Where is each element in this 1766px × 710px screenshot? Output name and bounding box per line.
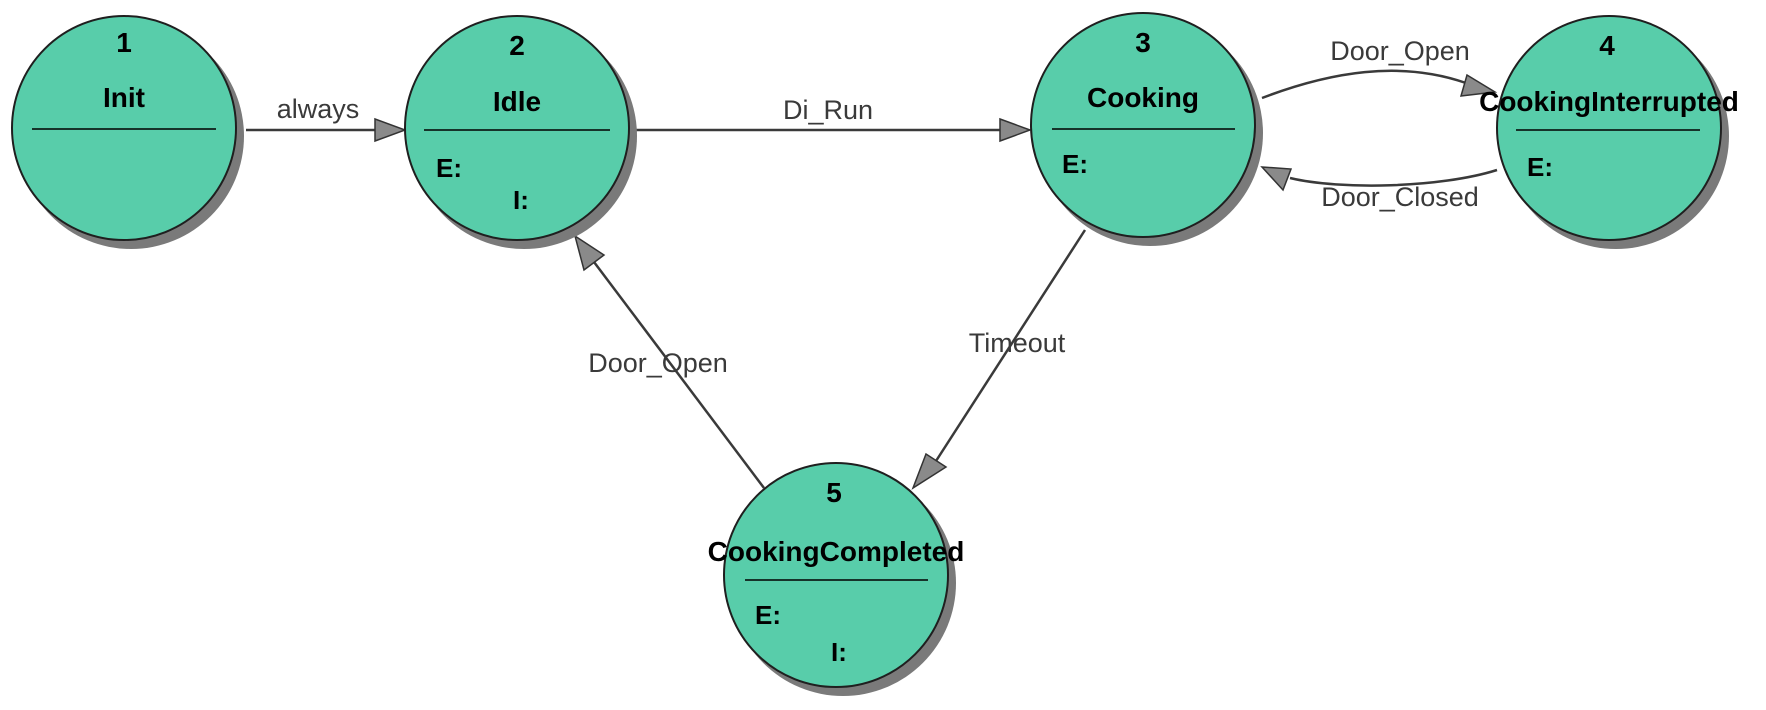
transitions: always Di_Run Door_Open Door_Closed Time…	[246, 36, 1498, 490]
state-circle	[11, 15, 237, 241]
state-init[interactable]: 1 Init	[11, 15, 244, 249]
state-cooking[interactable]: 3 Cooking E:	[1030, 12, 1263, 246]
state-name: Idle	[493, 86, 541, 117]
transition-label-door-open-left: Door_Open	[588, 348, 728, 378]
transition-label-door-closed: Door_Closed	[1321, 182, 1479, 212]
state-number: 3	[1135, 27, 1151, 58]
state-number: 4	[1599, 30, 1615, 61]
state-inside-action: I:	[513, 185, 529, 215]
transition-completed-to-idle[interactable]: Door_Open	[573, 234, 765, 489]
state-name: CookingInterrupted	[1479, 86, 1739, 117]
edge-line	[934, 229, 1087, 462]
state-name: Init	[103, 82, 145, 113]
arrowhead	[999, 117, 1033, 143]
arrowhead	[911, 452, 948, 490]
transition-label-di-run: Di_Run	[783, 95, 873, 125]
state-circle	[1496, 15, 1722, 241]
state-cooking-interrupted[interactable]: 4 CookingInterrupted E:	[1479, 15, 1739, 249]
state-number: 5	[826, 477, 842, 508]
state-name: Cooking	[1087, 82, 1199, 113]
transition-idle-to-cooking[interactable]: Di_Run	[636, 95, 1033, 143]
state-inside-action: I:	[831, 637, 847, 667]
state-entry-action: E:	[1527, 152, 1553, 182]
state-circle	[404, 15, 630, 241]
state-entry-action: E:	[1062, 149, 1088, 179]
transition-label-timeout: Timeout	[969, 328, 1066, 358]
state-number: 2	[509, 30, 525, 61]
transition-cooking-to-interrupted[interactable]: Door_Open	[1261, 36, 1498, 100]
arrowhead	[1459, 73, 1498, 97]
state-entry-action: E:	[755, 600, 781, 630]
arrowhead	[1260, 166, 1293, 192]
edge-line	[1289, 168, 1498, 187]
transition-label-always: always	[277, 94, 360, 124]
arrowhead	[573, 234, 606, 272]
arrowhead	[374, 117, 408, 143]
transition-init-to-idle[interactable]: always	[246, 94, 408, 143]
state-name: CookingCompleted	[708, 536, 965, 567]
edge-line	[593, 261, 765, 489]
state-cooking-completed[interactable]: 5 CookingCompleted E: I:	[708, 462, 965, 696]
edge-line	[1261, 69, 1467, 100]
state-entry-action: E:	[436, 153, 462, 183]
transition-interrupted-to-cooking[interactable]: Door_Closed	[1260, 166, 1498, 212]
state-circle	[723, 462, 949, 688]
state-idle[interactable]: 2 Idle E: I:	[404, 15, 637, 249]
transition-cooking-to-completed[interactable]: Timeout	[911, 229, 1087, 490]
transition-label-door-open-top: Door_Open	[1330, 36, 1470, 66]
state-number: 1	[116, 27, 132, 58]
states: 1 Init 2 Idle E: I: 3 Cooking E: 4	[11, 12, 1739, 696]
state-circle	[1030, 12, 1256, 238]
